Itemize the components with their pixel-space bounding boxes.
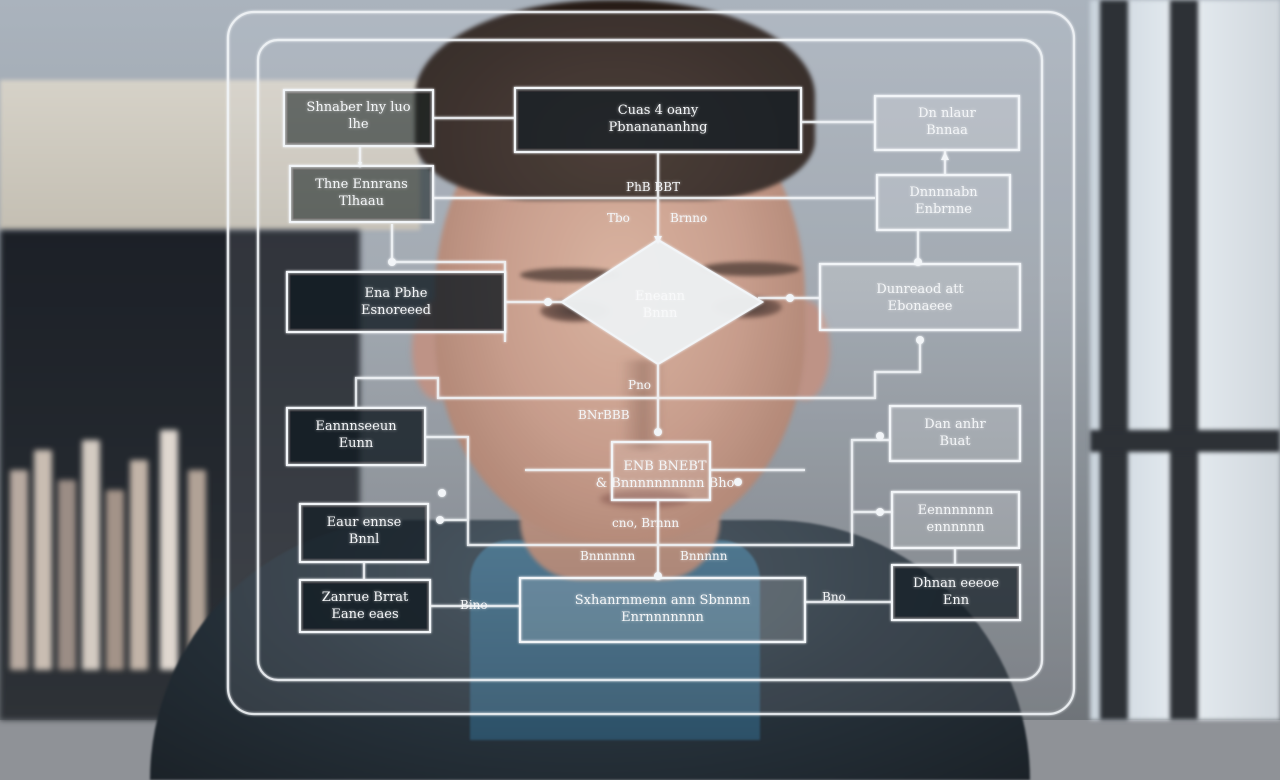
flow-node-box — [875, 173, 1012, 232]
center-process-label: ENB BNEBT & Bnnnnnnnnnn Bho — [580, 458, 750, 492]
node-line: Dn nlaur — [918, 106, 976, 121]
blurred-books — [0, 430, 240, 670]
node-line: Enbrnne — [915, 202, 972, 217]
node-line: Zanrue Brrat — [321, 590, 409, 605]
node-line: & Bnnnnnnnnnn Bho — [595, 476, 735, 491]
flow-node: Cuas 4 oany Pbnanananhng — [515, 102, 801, 136]
edge-label: Bnnnnnn — [580, 549, 636, 563]
flow-node: Eaur ennse Bnnl — [300, 514, 428, 548]
node-line: ENB BNEBT — [623, 459, 707, 474]
flow-node: Zanrue Brrat Eane eaes — [300, 589, 430, 623]
person-brow — [700, 262, 800, 276]
node-line: Eennnnnnn — [917, 503, 994, 518]
node-line: ennnnnn — [926, 520, 985, 535]
flow-node: Dhnan eeeoe Enn — [892, 575, 1020, 609]
flow-node: Dnnnnabn Enbrnne — [877, 184, 1010, 218]
flow-node: Dn nlaur Bnnaa — [875, 105, 1019, 139]
flow-node: Thne Ennrans Tlhaau — [290, 176, 433, 210]
node-line: Bnnn — [642, 306, 678, 321]
flow-node: Shnaber lny luo lhe — [284, 99, 433, 133]
window-frame — [1170, 0, 1198, 720]
node-line: Cuas 4 oany — [617, 103, 699, 118]
flow-node: Eennnnnnn ennnnnn — [892, 502, 1019, 536]
node-line: Dunreaod att — [876, 282, 964, 297]
flow-node-box — [518, 576, 807, 644]
node-line: Dnnnnabn — [909, 185, 978, 200]
outer-frame — [226, 10, 1076, 716]
edge-label: Pno — [628, 378, 652, 392]
window-frame — [1100, 0, 1128, 720]
flow-node-box — [890, 563, 1022, 622]
edge-label: Tbo — [607, 211, 630, 225]
flow-node-box — [298, 502, 430, 564]
node-line: Dan anhr — [924, 417, 986, 432]
flow-node: Dan anhr Buat — [890, 416, 1020, 450]
flowchart-diagram — [226, 10, 1076, 716]
edge-label: Bino — [460, 598, 488, 612]
edge-label: Bnnnnn — [680, 549, 728, 563]
node-line: Esnoreeed — [361, 303, 431, 318]
decision-diamond — [559, 238, 765, 366]
decision-label: Eneann Bnnn — [585, 288, 735, 322]
node-line: Eaur ennse — [326, 515, 402, 530]
flow-node: Eannnseeun Eunn — [287, 418, 425, 452]
flow-node-box — [298, 578, 432, 634]
node-line: Dhnan eeeoe — [912, 576, 1000, 591]
flow-node-box — [282, 88, 435, 148]
node-line: Eannnseeun — [315, 419, 397, 434]
flow-node-box — [873, 94, 1021, 152]
edge-label: PhB BBT — [626, 180, 681, 194]
flow-node: Dunreaod att Ebonaeee — [820, 281, 1020, 315]
node-line: Bnnl — [348, 532, 380, 547]
flow-node: Sxhanrnmenn ann Sbnnnn Enrnnnnnnn — [520, 592, 805, 626]
node-line: Eunn — [338, 436, 374, 451]
flow-node: Ena Pbhe Esnoreeed — [287, 285, 505, 319]
edge-label: Brnno — [670, 211, 708, 225]
node-line: Enn — [942, 593, 970, 608]
edge-label: Bno — [822, 590, 846, 604]
flow-node-box — [890, 490, 1021, 550]
flow-node-box — [610, 440, 712, 502]
node-line: Eneann — [634, 289, 686, 304]
node-line: lhe — [348, 117, 369, 132]
flow-node-box — [288, 164, 435, 224]
node-line: Tlhaau — [338, 194, 385, 209]
flow-node-box — [818, 262, 1022, 332]
node-line: Bnnaa — [926, 123, 968, 138]
transparent-flowchart-panel: Shnaber lny luo lhe Cuas 4 oany Pbnanana… — [226, 10, 1076, 716]
window-frame — [1090, 430, 1280, 452]
flow-node-box — [513, 86, 803, 154]
flow-node-box — [285, 270, 507, 334]
flow-node-box — [285, 406, 427, 467]
node-line: Ena Pbhe — [364, 286, 428, 301]
inner-frame — [256, 38, 1044, 682]
edge-label: BNrBBB — [578, 408, 630, 422]
flow-node-box — [888, 404, 1022, 463]
node-line: Buat — [939, 434, 971, 449]
person-brow — [520, 268, 620, 282]
node-line: Thne Ennrans — [315, 177, 408, 192]
node-line: Ebonaeee — [887, 299, 953, 314]
node-line: Sxhanrnmenn ann Sbnnnn — [574, 593, 751, 608]
node-line: Eane eaes — [331, 607, 399, 622]
node-line: Enrnnnnnnn — [621, 610, 704, 625]
node-line: Shnaber lny luo — [306, 100, 411, 115]
node-line: Pbnanananhng — [608, 120, 708, 135]
edge-label: cno, Brnnn — [612, 516, 680, 530]
